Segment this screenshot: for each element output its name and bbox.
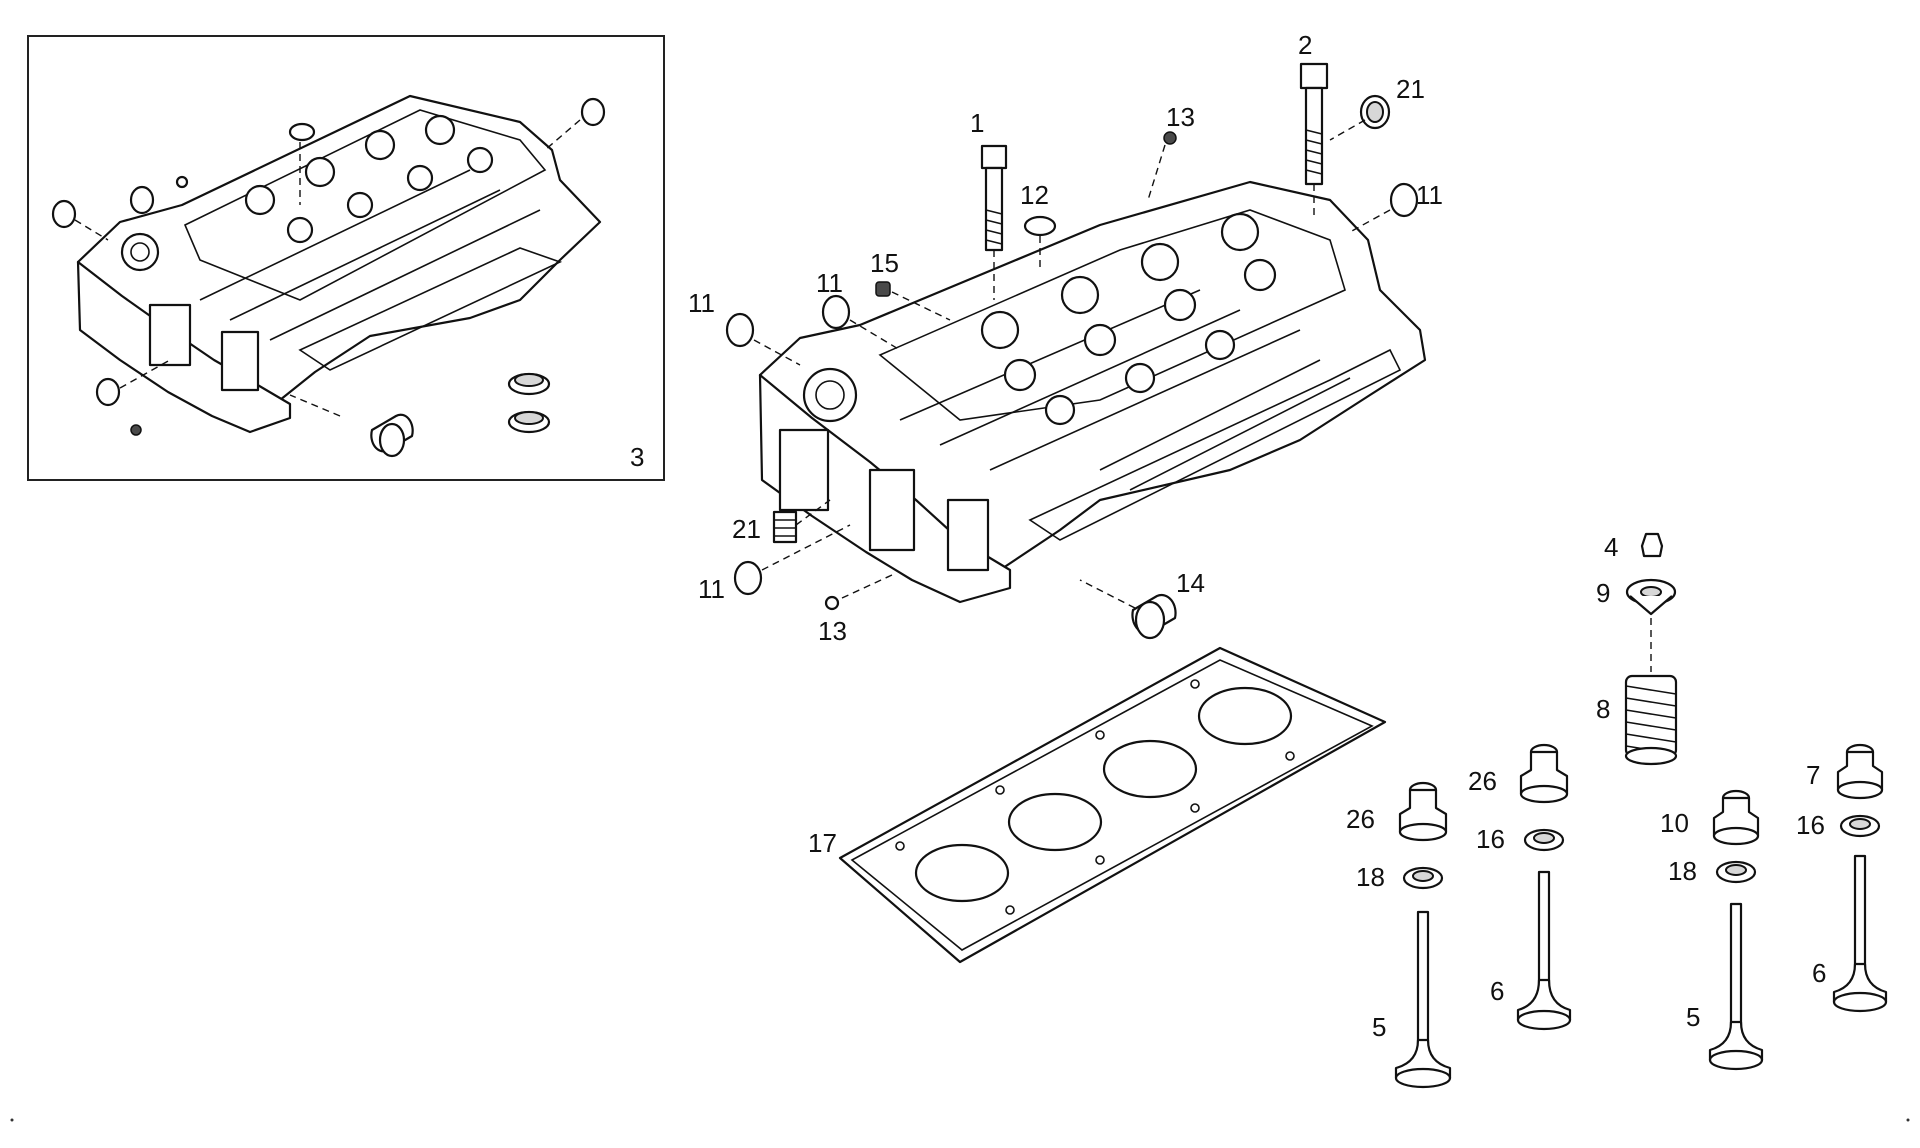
callout-1: 1 [970, 108, 984, 138]
callout-18-a: 18 [1356, 862, 1385, 892]
callout-11-left: 11 [688, 288, 715, 318]
valve-stem-seal-26-a [1398, 781, 1448, 842]
valve-6-a [1516, 870, 1572, 1031]
callout-9: 9 [1596, 578, 1610, 608]
corner-dot [10, 1118, 14, 1122]
inset-kit-3: 3 [27, 35, 665, 481]
callout-13-top: 13 [1166, 102, 1195, 132]
washer-18-a [1402, 866, 1444, 890]
callout-7: 7 [1806, 760, 1820, 790]
inset-frame [27, 35, 665, 481]
plug-21-top [1359, 94, 1391, 130]
plug-21-side [772, 510, 798, 544]
valve-stem-seal-26-b [1519, 743, 1569, 804]
valve-6-b [1832, 854, 1888, 1013]
inset-washer [175, 175, 189, 189]
callout-18-b: 18 [1668, 856, 1697, 886]
washer-16-a [1523, 828, 1565, 852]
callout-11-bottom: 11 [698, 574, 725, 604]
callout-13-bottom: 13 [818, 616, 847, 646]
callout-5-a: 5 [1372, 1012, 1386, 1042]
valve-5-a [1394, 910, 1452, 1089]
washer-16-b [1839, 814, 1881, 838]
washer-13-b [824, 595, 840, 611]
callout-11-mid: 11 [816, 268, 843, 298]
inset-bushing [507, 372, 551, 434]
seal-11-d [733, 560, 763, 596]
inset-seal [95, 377, 121, 407]
callout-6-b: 6 [1812, 958, 1826, 988]
callout-2: 2 [1298, 30, 1312, 60]
callout-26-a: 26 [1346, 804, 1375, 834]
seal-11-b [725, 312, 755, 348]
callout-12: 12 [1020, 180, 1049, 210]
callout-8: 8 [1596, 694, 1610, 724]
corner-dot [1906, 1118, 1910, 1122]
callout-16-b: 16 [1796, 810, 1825, 840]
callout-26-b: 26 [1468, 766, 1497, 796]
bolt-1 [980, 144, 1008, 252]
callout-10: 10 [1660, 808, 1689, 838]
callout-11-right: 11 [1416, 180, 1443, 210]
valve-stem-seal-7 [1836, 743, 1884, 800]
callout-15: 15 [870, 248, 899, 278]
callout-14: 14 [1176, 568, 1205, 598]
inset-oring [288, 122, 316, 142]
inset-cylinder-head [76, 94, 602, 434]
callout-3: 3 [630, 442, 644, 472]
plug-15 [875, 281, 891, 297]
valve-spring-8 [1624, 674, 1678, 766]
inset-plug [370, 413, 414, 458]
callout-21-side: 21 [732, 514, 761, 544]
inset-washer [130, 424, 142, 436]
inset-seal [580, 97, 606, 127]
inset-seal [51, 199, 77, 229]
washer-18-b [1715, 860, 1757, 884]
inset-seal [129, 185, 155, 215]
oring-12 [1023, 215, 1057, 237]
valve-5-b [1708, 902, 1764, 1071]
washer-13-a [1163, 131, 1177, 145]
spring-retainer-9 [1625, 578, 1677, 616]
head-gasket [838, 646, 1387, 964]
cap-14 [1131, 593, 1177, 640]
seal-11-c [821, 294, 851, 330]
callout-4: 4 [1604, 532, 1618, 562]
callout-5-b: 5 [1686, 1002, 1700, 1032]
seal-11-a [1389, 182, 1419, 218]
callout-16-a: 16 [1476, 824, 1505, 854]
callout-6-a: 6 [1490, 976, 1504, 1006]
valve-keeper-4 [1640, 532, 1664, 558]
callout-17: 17 [808, 828, 837, 858]
cylinder-head [758, 180, 1427, 604]
callout-21-top: 21 [1396, 74, 1425, 104]
bolt-2 [1299, 62, 1329, 186]
valve-stem-seal-10 [1712, 789, 1760, 846]
